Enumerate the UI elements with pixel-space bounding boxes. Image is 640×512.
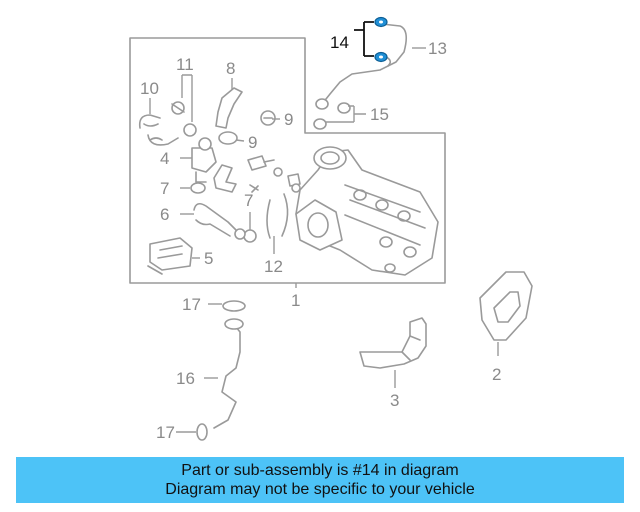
gasket-part-2: [479, 271, 533, 341]
info-banner: Part or sub-assembly is #14 in diagram D…: [16, 457, 624, 503]
callout-7-right: 7: [244, 191, 253, 210]
callout-3: 3: [390, 391, 399, 410]
actuator-part-5: [147, 237, 193, 275]
info-banner-line-1: Part or sub-assembly is #14 in diagram: [181, 462, 459, 479]
callout-16: 16: [176, 369, 195, 388]
callout-10: 10: [140, 79, 159, 98]
callout-4: 4: [160, 149, 169, 168]
bracket-part-3: [359, 317, 427, 369]
callout-2: 2: [492, 365, 501, 384]
hose-part-12: [266, 193, 289, 239]
pipe-part-16: [213, 321, 241, 429]
callout-9-lower: 9: [248, 133, 257, 152]
valve-part-4: [191, 137, 217, 183]
hose-part-8: [215, 87, 243, 129]
callout-15: 15: [370, 105, 389, 124]
info-banner-line-2: Diagram may not be specific to your vehi…: [165, 481, 475, 498]
callout-13: 13: [428, 39, 447, 58]
hose-part-6: [193, 202, 237, 237]
bracket-near-4: [213, 164, 237, 193]
callout-6: 6: [160, 205, 169, 224]
gasket-part-17-lower: [196, 423, 208, 441]
fitting-part-9: [218, 110, 276, 145]
parts-diagram: 11 10 8 9 9 4 7 7 6 5 12 1 13 15 14 17 1…: [129, 16, 533, 442]
callout-17-upper: 17: [182, 295, 201, 314]
turbo-studs-part: [247, 155, 301, 193]
assembly-box: [129, 37, 446, 284]
callout-7-left: 7: [160, 179, 169, 198]
callout-11: 11: [176, 55, 194, 74]
callout-1: 1: [291, 291, 300, 310]
callout-8: 8: [226, 59, 235, 78]
fitting-part-7b: [243, 229, 257, 243]
clamp-part-11: [171, 101, 197, 137]
turbo-manifold-part: [295, 146, 439, 276]
callout-9-upper: 9: [284, 110, 293, 129]
seal-part-15: [313, 102, 351, 130]
callout-5: 5: [204, 249, 213, 268]
fitting-part-7a: [190, 182, 206, 194]
callout-14: 14: [330, 33, 349, 52]
parts-diagram-svg: 11 10 8 9 9 4 7 7 6 5 12 1 13 15 14 17 1…: [129, 16, 533, 442]
callout-17-lower: 17: [156, 423, 175, 442]
hose-part-10: [138, 114, 179, 146]
callout-12: 12: [264, 257, 283, 276]
gasket-part-17-upper: [222, 300, 246, 312]
